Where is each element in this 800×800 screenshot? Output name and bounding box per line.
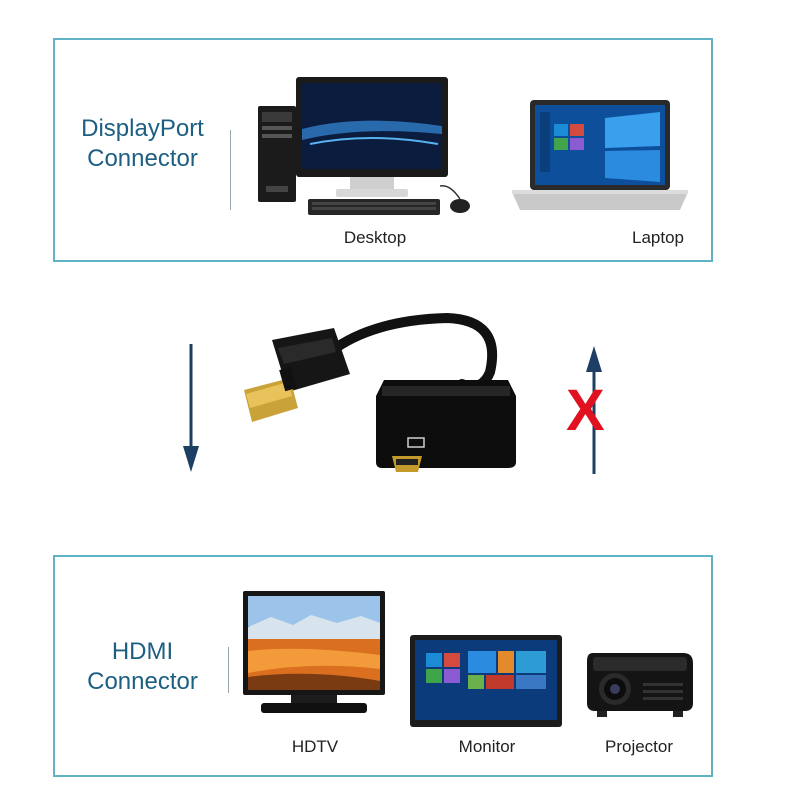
desktop-label: Desktop xyxy=(343,228,407,247)
displayport-connector-title: DisplayPort Connector xyxy=(55,114,230,174)
hdmi-title-line1: HDMI xyxy=(111,638,174,665)
unsupported-up-arrow-icon xyxy=(578,342,618,476)
displayport-to-hdmi-adapter-icon xyxy=(232,312,532,502)
displayport-title-line1: DisplayPort xyxy=(81,115,204,142)
displayport-panel: DisplayPort Connector Deskto xyxy=(53,38,713,262)
hdmi-panel: HDMI Connector HDTV xyxy=(53,555,713,777)
monitor-label: Monitor xyxy=(458,737,516,756)
title-divider xyxy=(228,647,229,693)
down-arrow-icon xyxy=(179,342,203,476)
hdtv-icon xyxy=(241,589,387,721)
laptop-label: Laptop xyxy=(632,228,684,247)
hdmi-connector-title: HDMI Connector xyxy=(55,637,230,697)
title-divider xyxy=(230,130,231,210)
hdtv-label: HDTV xyxy=(291,737,339,756)
monitor-icon xyxy=(408,633,564,729)
projector-icon xyxy=(583,645,697,719)
displayport-title-line2: Connector xyxy=(87,145,198,172)
unsupported-direction-cross-mark: X xyxy=(566,378,605,443)
hdmi-title-line2: Connector xyxy=(87,668,198,695)
projector-label: Projector xyxy=(604,737,674,756)
laptop-icon xyxy=(510,98,690,218)
desktop-computer-icon xyxy=(250,74,490,224)
